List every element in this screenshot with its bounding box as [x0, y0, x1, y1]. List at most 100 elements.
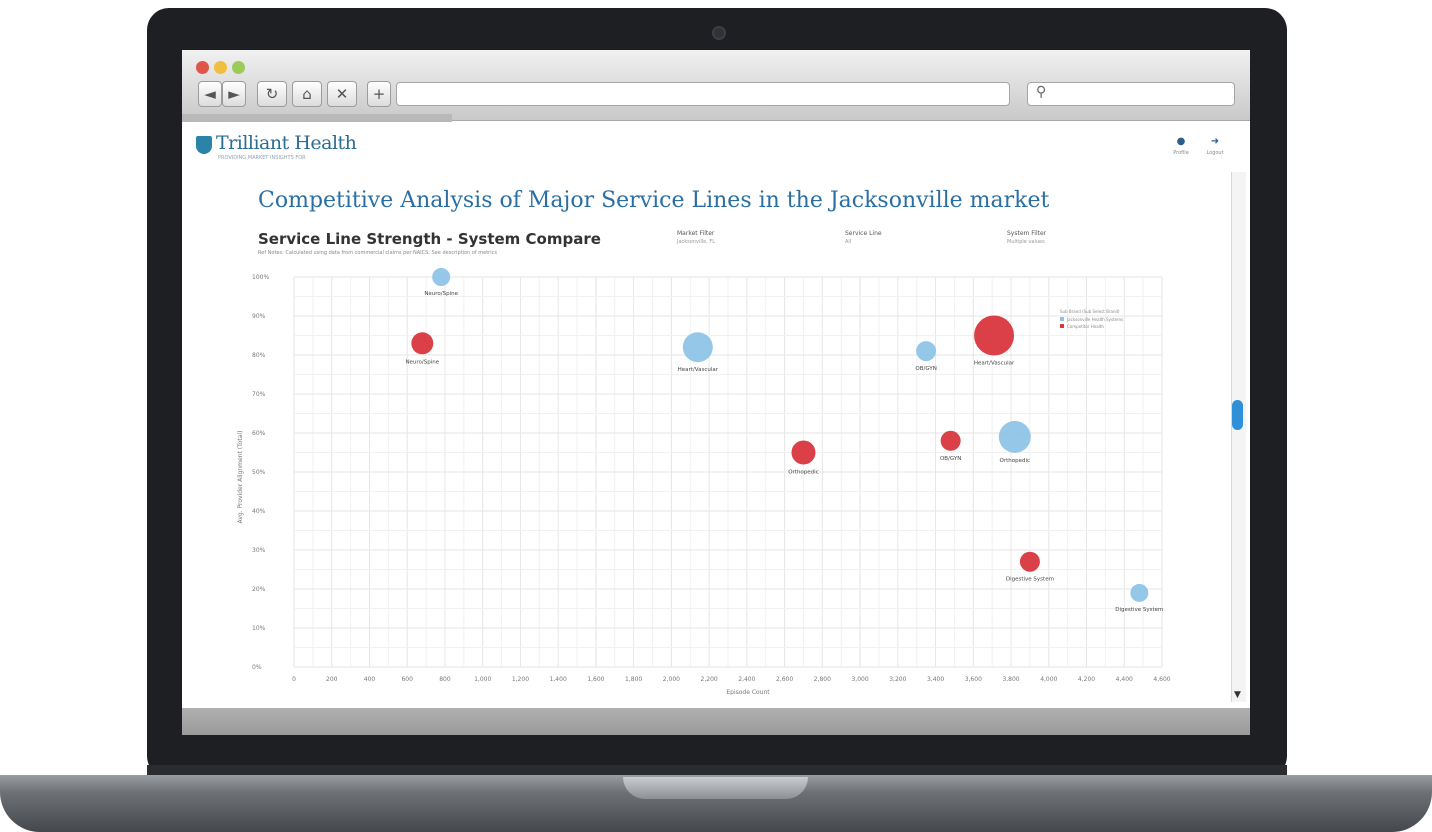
y-tick-label: 10%	[252, 625, 266, 632]
x-tick-label: 4,000	[1040, 676, 1057, 683]
window-zoom-button[interactable]	[232, 61, 245, 74]
x-tick-label: 2,400	[738, 676, 755, 683]
webcam-icon	[712, 26, 726, 40]
bubble-point	[998, 420, 1031, 453]
bubble-chart: 0% 10% 20% 30% 40% 50% 60% 70% 80% 90% 100% 0 200 400…	[237, 268, 1171, 695]
bubble-label: Orthopedic	[788, 470, 819, 476]
dashboard-title: Service Line Strength - System Compare	[258, 230, 601, 248]
bubble-label: Neuro/Spine	[424, 291, 458, 297]
y-tick-label: 20%	[252, 586, 266, 593]
y-tick-label: 50%	[252, 469, 266, 476]
bubble-point	[682, 332, 713, 363]
market-filter-label: Market Filter	[677, 230, 715, 237]
logo-shield-icon	[196, 136, 212, 154]
y-axis-title: Avg. Provider Alignment (Total)	[237, 431, 244, 524]
x-tick-label: 2,600	[776, 676, 793, 683]
reload-icon[interactable]: ↻	[257, 81, 287, 107]
market-filter[interactable]: Market Filter Jacksonville, FL	[677, 230, 715, 245]
y-tick-label: 80%	[252, 352, 266, 359]
x-tick-label: 200	[326, 676, 338, 683]
system-filter-label: System Filter	[1007, 230, 1047, 237]
y-tick-label: 100%	[252, 274, 269, 281]
user-icon[interactable]: ●Profile	[1170, 136, 1192, 156]
x-tick-label: 0	[292, 676, 296, 683]
x-tick-label: 1,200	[512, 676, 529, 683]
home-icon[interactable]: ⌂	[292, 81, 322, 107]
x-tick-label: 1,400	[550, 676, 567, 683]
brand-tagline: PROVIDING MARKET INSIGHTS FOR	[218, 155, 306, 161]
legend-item: Competitor Health	[1067, 324, 1104, 329]
user-label: Profile	[1173, 150, 1189, 156]
window-close-button[interactable]	[196, 61, 209, 74]
dashboard-note: Ref Notes: Calculated using data from co…	[258, 250, 497, 256]
service-line-filter[interactable]: Service Line All	[845, 230, 882, 245]
market-filter-value: Jacksonville, FL	[677, 239, 716, 245]
y-tick-label: 0%	[252, 664, 262, 671]
bubble-point	[974, 315, 1015, 356]
y-tick-label: 30%	[252, 547, 266, 554]
x-tick-label: 1,600	[587, 676, 604, 683]
legend-title: Sub Brand (Sub Select Brand)	[1060, 309, 1120, 314]
bubble-point	[432, 268, 451, 286]
bubble-point	[1130, 583, 1149, 602]
new-tab-icon[interactable]: +	[367, 81, 391, 107]
x-tick-label: 4,400	[1116, 676, 1133, 683]
x-tick-label: 4,600	[1153, 676, 1170, 683]
x-axis-title: Episode Count	[726, 689, 770, 695]
x-tick-label: 1,000	[474, 676, 491, 683]
system-filter[interactable]: System Filter Multiple values	[1007, 230, 1046, 245]
brand-name[interactable]: Trilliant Health	[216, 132, 357, 154]
y-tick-label: 70%	[252, 391, 266, 398]
back-arrow-icon[interactable]: ◄	[198, 81, 222, 107]
logout-icon[interactable]: ➜Logout	[1204, 136, 1226, 156]
scroll-down-arrow-icon[interactable]: ▼	[1234, 690, 1241, 700]
bubble-label: Orthopedic	[1000, 458, 1031, 464]
x-tick-label: 600	[401, 676, 413, 683]
x-tick-label: 3,200	[889, 676, 906, 683]
y-tick-label: 60%	[252, 430, 266, 437]
address-bar[interactable]	[396, 82, 1010, 106]
laptop-screen: ◄ ► ↻ ⌂ ✕ + ⚲ Trilliant Health PROVIDING…	[182, 50, 1250, 735]
search-input[interactable]: ⚲	[1027, 82, 1235, 106]
tab-strip	[182, 114, 452, 122]
bubble-point	[916, 341, 937, 362]
bubble-point	[1019, 551, 1040, 572]
bubble-label: Heart/Vascular	[974, 361, 1015, 367]
bubble-point	[411, 332, 434, 355]
close-icon[interactable]: ✕	[327, 81, 357, 107]
x-tick-label: 2,800	[814, 676, 831, 683]
bubble-point	[791, 440, 816, 465]
bubble-label: OB/GYN	[940, 456, 961, 462]
window-minimize-button[interactable]	[214, 61, 227, 74]
bubble-label: OB/GYN	[915, 366, 936, 372]
page-title: Competitive Analysis of Major Service Li…	[258, 188, 1050, 213]
bubble-label: Digestive System	[1115, 607, 1163, 613]
x-tick-label: 4,200	[1078, 676, 1095, 683]
forward-arrow-icon[interactable]: ►	[222, 81, 246, 107]
x-tick-label: 1,800	[625, 676, 642, 683]
x-tick-label: 3,600	[965, 676, 982, 683]
legend-swatch	[1060, 317, 1064, 321]
browser-status-bar	[182, 708, 1250, 735]
bubble-label: Digestive System	[1006, 577, 1054, 583]
system-filter-value: Multiple values	[1007, 239, 1045, 245]
legend-item: Jacksonville Health Systems	[1066, 317, 1123, 322]
vertical-scrollbar[interactable]	[1231, 172, 1246, 702]
x-tick-label: 2,200	[701, 676, 718, 683]
browser-toolbar: ◄ ► ↻ ⌂ ✕ + ⚲	[182, 50, 1250, 122]
legend-swatch	[1060, 324, 1064, 328]
scroll-thumb[interactable]	[1232, 400, 1243, 430]
search-icon: ⚲	[1036, 84, 1047, 100]
app-header: Trilliant Health PROVIDING MARKET INSIGH…	[182, 122, 1250, 172]
bubble-label: Heart/Vascular	[678, 367, 719, 373]
x-tick-label: 400	[364, 676, 376, 683]
x-tick-label: 800	[439, 676, 451, 683]
service-line-filter-value: All	[845, 239, 852, 245]
y-tick-label: 90%	[252, 313, 266, 320]
y-tick-label: 40%	[252, 508, 266, 515]
x-tick-label: 3,000	[851, 676, 868, 683]
x-tick-label: 2,000	[663, 676, 680, 683]
service-line-filter-label: Service Line	[845, 230, 882, 237]
logout-label: Logout	[1206, 150, 1224, 156]
x-tick-label: 3,800	[1002, 676, 1019, 683]
